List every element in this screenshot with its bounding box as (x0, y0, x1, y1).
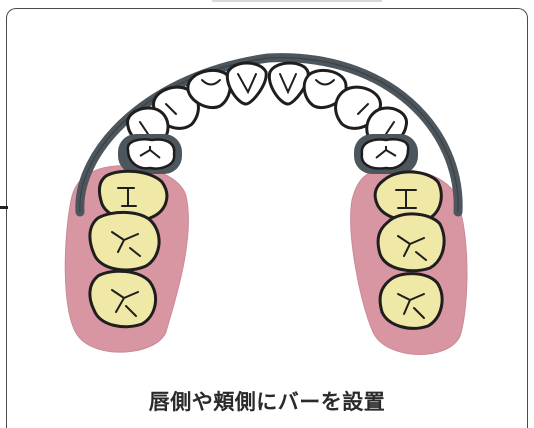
banded-premolars (118, 134, 418, 174)
right-molar-3 (380, 274, 442, 329)
tooth-left-lateral-incisor (188, 70, 230, 107)
right-molar-2 (378, 214, 444, 271)
diagram-caption: 唇側や頬側にバーを設置 (0, 386, 534, 416)
right-molars (375, 172, 444, 328)
tooth-right-central-incisor (269, 63, 308, 104)
left-banded-tooth (128, 139, 174, 168)
tooth-left-central-incisor (227, 63, 266, 104)
right-banded-tooth (362, 139, 408, 168)
